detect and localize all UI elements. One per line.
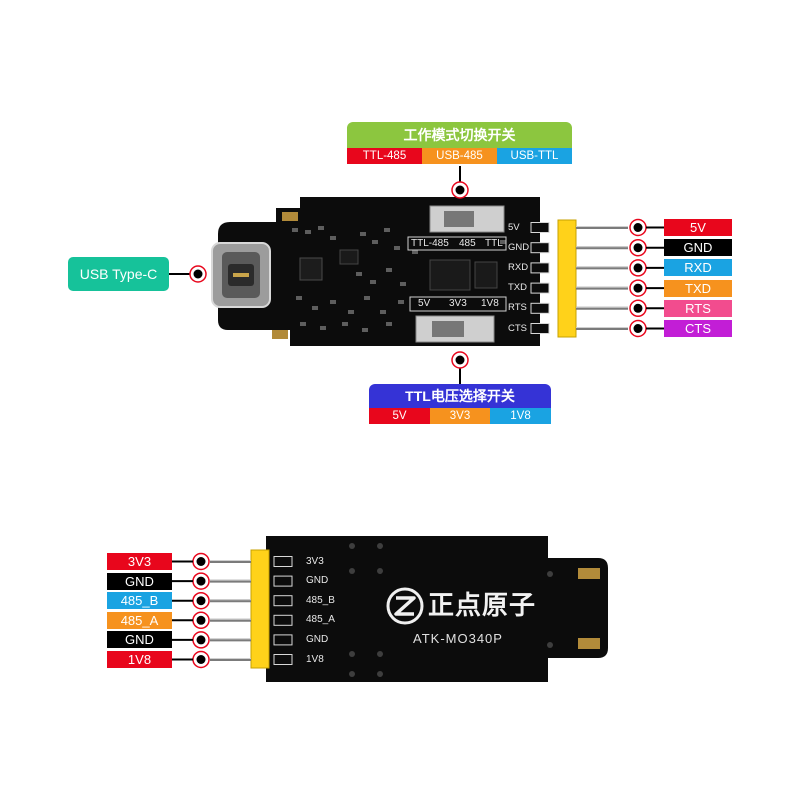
- top-silk-pin: RTS: [508, 302, 527, 314]
- bottom-header-pad: [273, 654, 293, 665]
- bottom-silk-pin: 485_A: [306, 614, 335, 626]
- mode-switch-pointer: [451, 166, 469, 199]
- top-pin-marker-dot: [633, 243, 643, 253]
- top-pin-marker-dot: [633, 263, 643, 273]
- top-header-pad: [530, 242, 550, 254]
- usb-c-contacts: [233, 273, 249, 277]
- bottom-pin-label: 485_A: [107, 611, 172, 629]
- bottom-header-pad: [273, 634, 293, 646]
- mode-silk-frame: [407, 236, 507, 251]
- bottom-board: [172, 536, 608, 682]
- bottom-pin-marker-dot: [196, 615, 206, 625]
- bottom-pin-label: 3V3: [107, 553, 172, 570]
- bottom-pin-markers: [172, 552, 210, 669]
- top-pad: [282, 212, 298, 221]
- vias: [349, 543, 553, 677]
- usb-pointer: [169, 265, 207, 283]
- silk-voltage-5v: 5V: [418, 298, 431, 309]
- voltage-switch-pointer: [451, 351, 469, 384]
- bottom-silk-pin: GND: [306, 575, 329, 587]
- mode-switch-title: 工作模式切换开关: [347, 122, 572, 148]
- top-header-pad: [530, 222, 550, 233]
- top-silk-pin: RXD: [508, 261, 529, 273]
- voltage-slide-knob: [432, 321, 464, 337]
- silk-mode-ttl-485: TTL-485: [411, 238, 449, 249]
- top-pin-label: TXD: [664, 279, 732, 297]
- top-pin-marker-dot: [633, 223, 643, 232]
- top-pin-marker-dot: [633, 303, 643, 313]
- top-pin-label: GND: [664, 239, 732, 257]
- top-pad: [272, 330, 288, 339]
- bottom-silk-pin: 485_B: [306, 594, 335, 606]
- bottom-header-pad: [273, 575, 293, 587]
- bottom-pin-label: GND: [107, 572, 172, 590]
- chip: [299, 257, 323, 281]
- bottom-pin-wires: [210, 560, 251, 661]
- silk-mode-ttl: TTL: [485, 238, 503, 249]
- top-pin-markers: [629, 218, 664, 338]
- bottom-pin-marker-dot: [196, 596, 206, 606]
- top-pin-label: 5V: [664, 219, 732, 236]
- mode-option-usb-ttl: USB-TTL: [497, 148, 572, 164]
- brand-name: 正点原子: [428, 590, 537, 620]
- bottom-pin-label: 485_B: [107, 592, 172, 610]
- bottom-silk-pin: GND: [306, 633, 329, 645]
- silk-mode-485: 485: [459, 238, 476, 249]
- top-pin-wires: [576, 226, 628, 330]
- bottom-pin-header: [250, 549, 270, 669]
- bottom-header-pad: [273, 556, 293, 567]
- bottom-header-pad: [273, 614, 293, 626]
- top-pin-label: RTS: [664, 299, 732, 317]
- bottom-pin-marker-dot: [196, 655, 206, 664]
- bottom-pad: [578, 568, 600, 579]
- bottom-header-pad: [273, 595, 293, 607]
- voltage-silk-frame: [409, 296, 507, 312]
- top-pin-marker-dot: [633, 324, 643, 333]
- top-pin-marker-dot: [633, 283, 643, 293]
- top-pcb-body: [218, 197, 540, 346]
- top-silk-pin: TXD: [508, 282, 527, 294]
- voltage-option-5v: 5V: [369, 408, 430, 424]
- usb-type-c-label: USB Type-C: [68, 257, 169, 291]
- top-board: [211, 197, 664, 346]
- top-header-pad: [530, 302, 550, 314]
- top-pin-label: RXD: [664, 259, 732, 277]
- bottom-pad: [578, 638, 600, 649]
- voltage-option-1v8: 1V8: [490, 408, 551, 424]
- bottom-pin-marker-dot: [196, 557, 206, 566]
- top-silk-pin: CTS: [508, 322, 527, 334]
- brand-logo-icon: [386, 587, 424, 625]
- top-header-pad: [530, 323, 550, 334]
- bottom-silk-pin: 1V8: [306, 653, 324, 665]
- silk-voltage-3v3: 3V3: [449, 298, 467, 309]
- model-number: ATK-MO340P: [413, 631, 503, 646]
- bottom-header-pads: [273, 556, 293, 665]
- voltage-switch-title: TTL电压选择开关: [369, 384, 551, 408]
- mode-option-ttl-485: TTL-485: [347, 148, 422, 164]
- top-header-pads: [530, 222, 550, 334]
- bottom-pin-label: 1V8: [107, 651, 172, 668]
- silk-voltage-1v8: 1V8: [481, 298, 499, 309]
- chip: [474, 261, 498, 289]
- mode-option-usb-485: USB-485: [422, 148, 497, 164]
- bottom-pin-label: GND: [107, 631, 172, 649]
- smd-components: [292, 226, 506, 332]
- bottom-pin-marker-dot: [196, 635, 206, 645]
- top-silk-pin: GND: [508, 241, 530, 253]
- bottom-silk-pin: 3V3: [306, 555, 324, 567]
- chip: [429, 259, 471, 291]
- chip: [339, 249, 359, 265]
- voltage-option-3v3: 3V3: [430, 408, 490, 424]
- top-pin-label: CTS: [664, 320, 732, 337]
- top-header-pad: [530, 262, 550, 274]
- mode-slide-knob: [444, 211, 474, 227]
- top-header-pad: [530, 282, 550, 294]
- bottom-pin-marker-dot: [196, 576, 206, 586]
- top-silk-pin: 5V: [508, 221, 520, 233]
- top-pin-header: [557, 219, 577, 338]
